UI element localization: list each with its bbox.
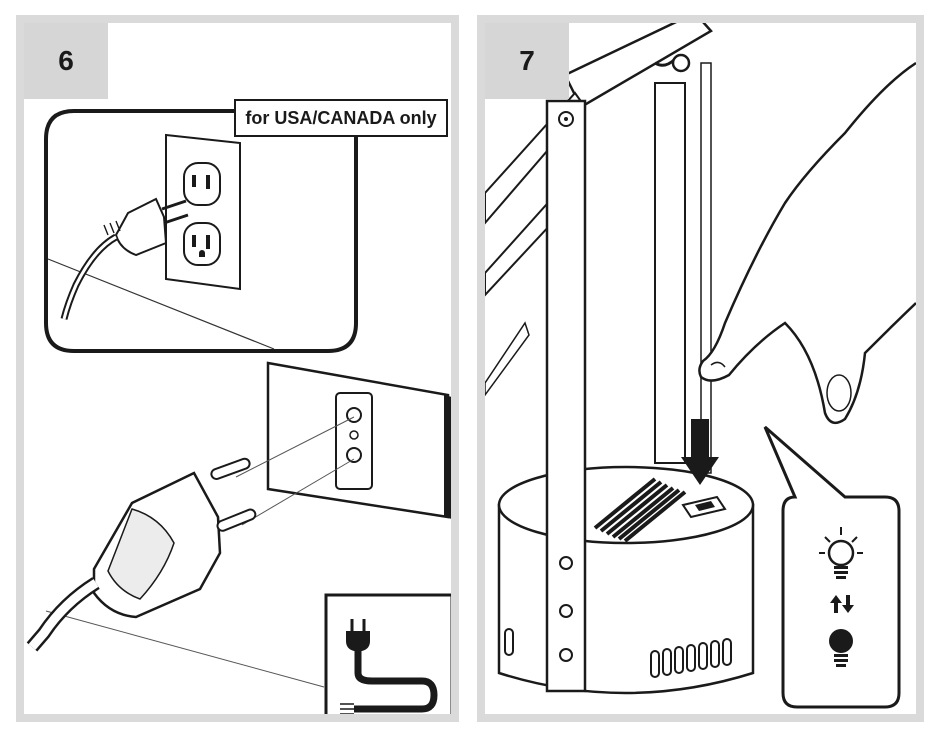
rocker-switch-icon bbox=[681, 495, 727, 519]
light-toggle-callout bbox=[763, 425, 901, 709]
step-6-illustration bbox=[26, 108, 451, 714]
step-7-illustration bbox=[485, 23, 916, 709]
lamp-base-illustration bbox=[497, 465, 755, 695]
us-plug-icon bbox=[60, 197, 189, 320]
power-cord-icon bbox=[324, 593, 451, 714]
step-6-panel: 6 for USA/CANADA only bbox=[16, 15, 459, 722]
us-outlet-icon bbox=[165, 133, 241, 291]
eu-plug-icon bbox=[26, 457, 257, 652]
region-label: for USA/CANADA only bbox=[234, 99, 448, 137]
us-plug-inset bbox=[44, 108, 358, 353]
hand-pointing-illustration bbox=[698, 61, 916, 425]
eu-outlet-icon bbox=[266, 361, 451, 519]
step-6-number: 6 bbox=[24, 23, 108, 99]
step-7-panel: 7 bbox=[477, 15, 924, 722]
step-7-number: 7 bbox=[485, 23, 569, 99]
bulb-off-icon bbox=[829, 629, 853, 667]
bulb-on-icon bbox=[819, 527, 863, 579]
down-arrow-icon bbox=[681, 419, 719, 485]
toggle-arrows-icon bbox=[830, 595, 854, 613]
